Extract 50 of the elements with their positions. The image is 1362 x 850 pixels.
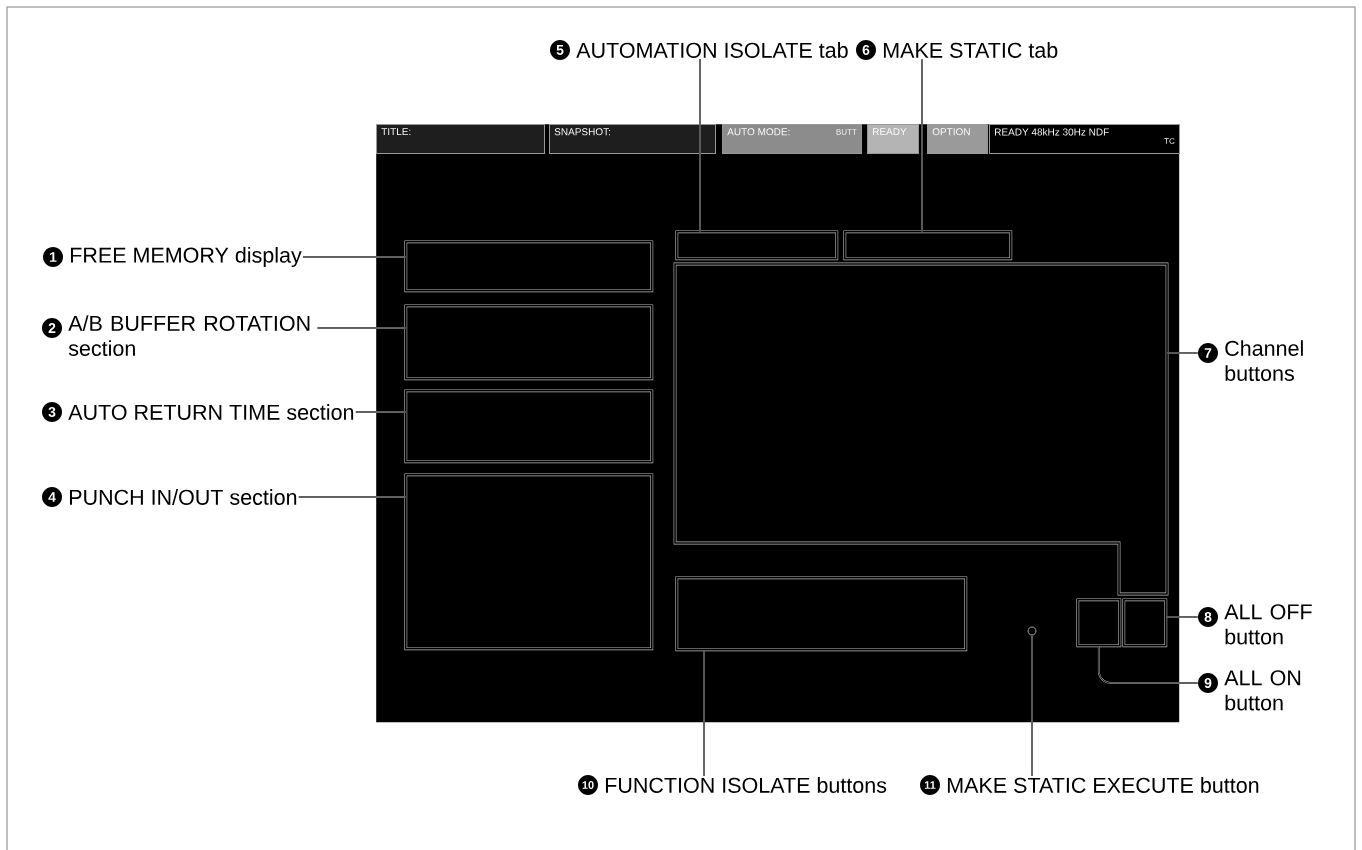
button-frame	[1076, 598, 1122, 648]
callout-label: MAKE STATIC tab	[883, 42, 1058, 58]
button-frame	[1122, 598, 1168, 648]
callout-number: 9	[1198, 673, 1218, 693]
section-frame	[404, 304, 654, 381]
button-frame	[675, 576, 968, 652]
leader-line	[316, 327, 407, 329]
callout-label: FREE MEMORY display	[70, 247, 302, 267]
leader-line	[1165, 616, 1199, 618]
callout-label: ALL OFF button	[1224, 604, 1312, 645]
header-tab: TITLE:	[376, 124, 545, 154]
leader-line	[354, 411, 407, 413]
callout-label: ALL ON button	[1224, 670, 1301, 711]
leader-line	[1166, 352, 1199, 354]
callout-label: PUNCH IN/OUT section	[69, 489, 297, 505]
callout-number: 3	[42, 402, 62, 422]
callout-number: 1	[43, 247, 63, 267]
header-tab: OPTION	[927, 124, 988, 154]
leader-line	[699, 58, 701, 233]
callout-number: 5	[550, 40, 570, 60]
button-area-frame	[673, 262, 1169, 596]
callout-number: 8	[1198, 607, 1218, 627]
callout-label: MAKE STATIC EXECUTE button	[947, 777, 1259, 793]
callout-label: AUTO RETURN TIME section	[68, 404, 354, 420]
callout-number: 7	[1198, 343, 1218, 363]
leader-line	[703, 649, 705, 777]
callout-number: 11	[920, 775, 940, 795]
callout-label: A/B BUFFER ROTATION section	[68, 315, 310, 356]
leader-line	[1097, 645, 1199, 684]
tab-frame	[843, 230, 1013, 261]
callout-number: 10	[578, 775, 598, 795]
section-frame	[404, 389, 654, 464]
header-tab: SNAPSHOT:	[549, 124, 716, 154]
callout-label: Channel buttons	[1225, 340, 1303, 381]
section-frame	[404, 473, 654, 651]
callout-number: 2	[42, 318, 62, 338]
leader-line	[921, 58, 923, 233]
screen-display	[376, 124, 1180, 723]
tab-frame	[675, 230, 839, 261]
header-tab: READY	[867, 124, 919, 154]
section-frame	[404, 240, 654, 293]
leader-line	[1031, 634, 1033, 777]
leader-line	[297, 496, 407, 498]
leader-line	[302, 256, 407, 258]
callout-label: FUNCTION ISOLATE buttons	[605, 777, 887, 793]
header-tab: AUTO MODE: BUTT	[722, 124, 862, 154]
callout-number: 4	[42, 487, 62, 507]
callout-label: AUTOMATION ISOLATE tab	[576, 42, 848, 58]
callout-number: 6	[856, 40, 876, 60]
header-tab: READY 48kHz 30Hz NDF TC	[989, 124, 1180, 154]
